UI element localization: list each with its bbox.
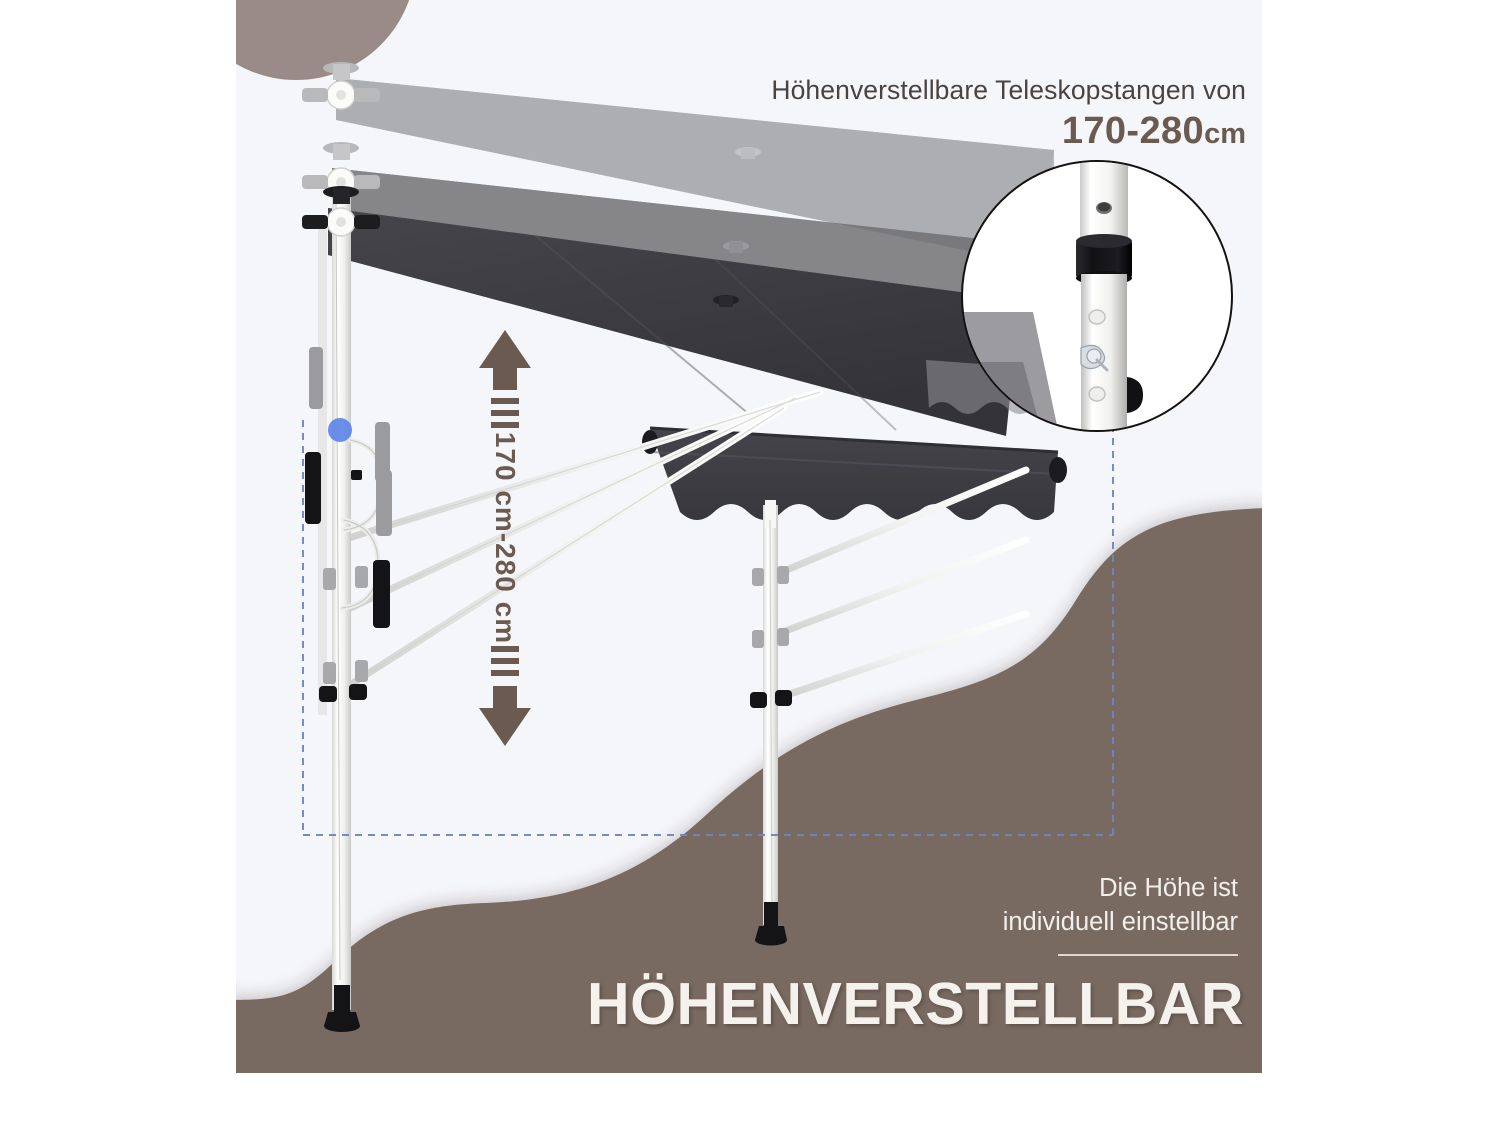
footer-subtext: Die Höhe ist individuell einstellbar [678, 872, 1238, 939]
footer-title: HÖHENVERSTELLBAR [586, 971, 1244, 1037]
headline-value: 170-280cm [706, 110, 1246, 154]
height-measure-arrow [474, 328, 536, 748]
footer-divider [1058, 954, 1238, 956]
product-canvas: 170 cm-280 cm Höhenverstellbare Teleskop… [236, 0, 1262, 1073]
headline-range: 170-280 [1061, 110, 1205, 152]
brown-wave-shape [236, 0, 1262, 1073]
awning-illustration [236, 0, 1262, 1073]
headline-line-1: Höhenverstellbare Teleskopstangen von [771, 75, 1246, 105]
footer-subtext-line-1: Die Höhe ist [1099, 874, 1238, 902]
footer-subtext-line-2: individuell einstellbar [1002, 907, 1238, 936]
height-measure-label: 170 cm-280 cm [490, 431, 521, 645]
telescopic-pole-callout [961, 160, 1233, 432]
headline-unit: cm [1204, 118, 1246, 150]
